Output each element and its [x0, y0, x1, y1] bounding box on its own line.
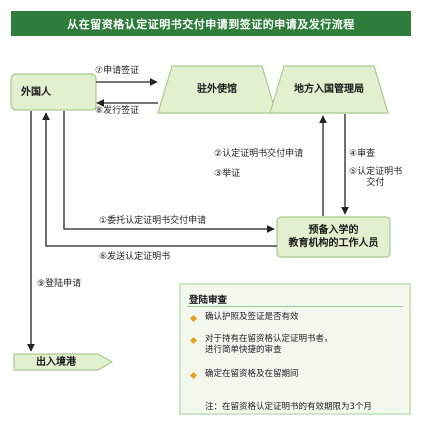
- edge-label-issue-certificate: ⑤认定证明书 交付: [349, 167, 402, 189]
- arrow-send-certificate: [42, 112, 277, 247]
- arrow-entrust-application: [63, 111, 275, 233]
- immigration-node: [269, 65, 389, 114]
- diagram-title: 从在留资格认定证明书交付申请到签证的申请及发行流程: [11, 11, 411, 36]
- landing-inspection-divider: [187, 306, 403, 307]
- inspection-item-3: 确定在留资格及在留期间: [205, 369, 299, 379]
- edge-label-submit-application: ②认定证明书交付申请: [214, 149, 304, 159]
- institution-label-line2: 教育机构的工作人员: [288, 238, 379, 249]
- inspection-item-2: 对于持有在留资格认定证明书者， 进行简单快捷的审查: [205, 334, 333, 355]
- port-node: [13, 353, 114, 371]
- port-label: 出入境港: [36, 356, 76, 368]
- institution-label: 预备入学的 教育机构的工作人员: [277, 217, 390, 257]
- institution-node: [276, 216, 391, 258]
- edge-label-landing-application: ⑨登陆申请: [37, 279, 82, 289]
- landing-inspection-box: 登陆审查 确认护照及签证是否有效 对于持有在留资格认定证明书者， 进行简单快捷的…: [179, 283, 411, 415]
- edge-label-send-certificate: ⑥发送认定证明书: [99, 252, 171, 262]
- validity-note: 注：在留资格认定证明书的有效期限为3个月: [205, 402, 372, 412]
- edge-label-review: ④审查: [349, 149, 376, 159]
- edge-label-proof: ③举证: [214, 169, 241, 179]
- immigration-label: 地方入国管理局: [294, 84, 364, 95]
- edge-label-entrust-application: ①委托认定证明书交付申请: [99, 216, 207, 226]
- bullet-icon: [189, 314, 198, 323]
- edge-label-issue-visa: ⑧发行签证: [95, 106, 140, 116]
- edge-label-issue-certificate-line1: ⑤认定证明书: [349, 167, 403, 177]
- foreigner-label: 外国人: [21, 86, 51, 98]
- edge-label-apply-visa: ⑦申请签证: [95, 66, 140, 76]
- bullet-icon: [189, 336, 198, 345]
- embassy-label: 驻外使馆: [197, 84, 237, 95]
- institution-label-line1: 预备入学的: [308, 225, 359, 236]
- inspection-item-1: 确认护照及签证是否有效: [205, 312, 299, 322]
- foreigner-node: [10, 73, 97, 111]
- bullet-icon: [189, 371, 198, 380]
- landing-inspection-title: 登陆审查: [189, 295, 228, 306]
- edge-label-issue-certificate-line2: 交付: [366, 178, 385, 188]
